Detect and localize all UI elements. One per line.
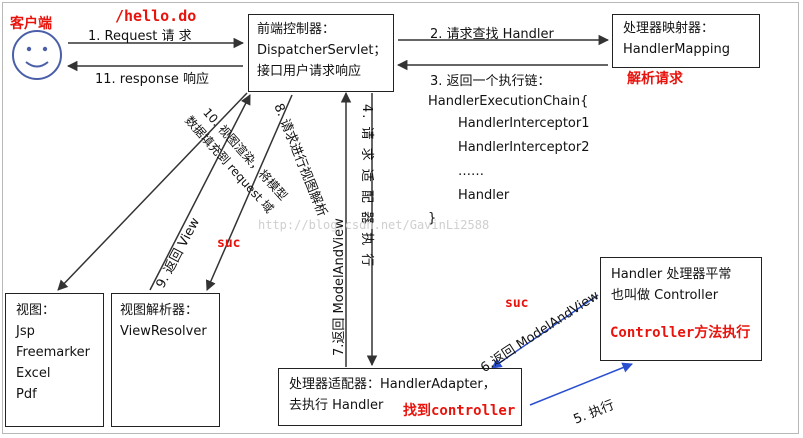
chain-item-3: ……	[458, 164, 484, 179]
mapping-title: 处理器映射器：	[623, 21, 715, 36]
mapping-name: HandlerMapping	[623, 42, 730, 57]
controller-line1: Handler 处理器平常	[611, 267, 732, 282]
arrow-return-mav-6	[491, 294, 599, 369]
resolver-name: ViewResolver	[120, 324, 207, 339]
resolver-title: 视图解析器：	[120, 303, 199, 318]
dispatcher-name: DispatcherServlet；	[257, 43, 387, 58]
mapping-note: 解析请求	[627, 71, 683, 87]
adapter-note: 找到controller	[403, 403, 516, 419]
execution-chain: HandlerExecutionChain{ HandlerIntercepto…	[428, 91, 589, 229]
chain-head: HandlerExecutionChain{	[428, 94, 589, 109]
chain-item-2: HandlerInterceptor2	[458, 140, 590, 155]
request-url: /hello.do	[115, 7, 197, 25]
adapter-line1: 处理器适配器：HandlerAdapter，	[289, 377, 496, 392]
suc-annotation-adapter: suc	[505, 296, 529, 311]
suc-annotation-resolver: suc	[217, 236, 241, 251]
arrow-render	[57, 92, 248, 291]
controller-line2: 也叫做 Controller	[611, 288, 719, 303]
arrow-execute	[529, 362, 633, 406]
label-request: 1. Request 请 求	[88, 29, 192, 44]
view-item-jsp: Jsp	[16, 324, 35, 339]
watermark: http://blog.csdn.net/GavinLi2588	[258, 218, 490, 232]
controller-box: Handler 处理器平常 也叫做 Controller	[600, 257, 762, 361]
label-return-mav-7: 7.返回 ModelAndView	[332, 218, 347, 356]
dispatcher-title: 前端控制器：	[257, 22, 336, 37]
view-item-excel: Excel	[16, 366, 51, 381]
dispatcher-desc: 接口用户请求响应	[257, 64, 362, 79]
chain-tail: }	[428, 211, 437, 226]
view-resolver-box: 视图解析器： ViewResolver	[111, 293, 220, 427]
view-box: 视图： Jsp Freemarker Excel Pdf	[5, 293, 104, 427]
chain-item-1: HandlerInterceptor1	[458, 116, 590, 131]
handler-adapter-box: 处理器适配器：HandlerAdapter， 去执行 Handler	[278, 368, 522, 426]
label-request-adapter: 4. 请 求 适 配 器 执 行	[359, 104, 374, 269]
chain-item-4: Handler	[458, 188, 510, 203]
view-item-freemarker: Freemarker	[16, 345, 90, 360]
arrow-return-view	[149, 94, 251, 291]
view-title: 视图：	[16, 303, 56, 318]
diagram-frame	[2, 2, 799, 434]
controller-note: Controller方法执行	[610, 325, 751, 341]
handler-mapping-box: 处理器映射器： HandlerMapping	[612, 14, 760, 68]
dispatcher-servlet-box: 前端控制器： DispatcherServlet； 接口用户请求响应	[248, 14, 394, 92]
label-return-chain: 3. 返回一个执行链：	[430, 74, 551, 89]
label-find-handler: 2. 请求查找 Handler	[430, 27, 554, 42]
arrow-view-resolve	[205, 94, 293, 291]
client-smiley-icon	[12, 30, 62, 80]
adapter-line2: 去执行 Handler	[289, 398, 384, 413]
client-label: 客户端	[10, 16, 52, 32]
view-item-pdf: Pdf	[16, 387, 37, 402]
label-response: 11. response 响应	[95, 72, 209, 87]
